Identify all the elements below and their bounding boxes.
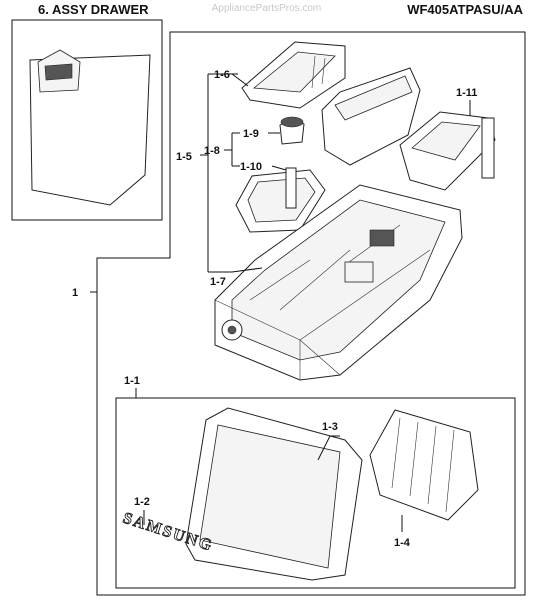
washer-inset [11,19,163,221]
callout-1-1: 1-1 [124,375,140,387]
callout-1-3: 1-3 [322,421,338,433]
inset-drawer-handle [44,63,73,81]
callout-1: 1 [72,287,78,299]
callout-1-8: 1-8 [204,145,220,157]
part-softener-cup [321,67,421,166]
callout-1-6: 1-6 [214,69,230,81]
sub-assembly-frame [115,397,516,589]
part-1-7-drawer-housing [214,184,463,381]
assembly-frame [96,31,526,596]
callout-1-2: 1-2 [134,496,150,508]
part-1-10-tray [235,167,326,233]
part-1-9-cap [279,116,305,145]
callout-1-11: 1-11 [456,87,477,99]
diagram-title: 6. ASSY DRAWER [38,2,149,17]
part-1-11-cup [399,111,496,191]
callout-1-7: 1-7 [210,276,226,288]
part-1-4-insert [369,409,479,521]
leader-lines [90,73,471,532]
callout-1-10: 1-10 [240,161,262,173]
part-1-6-tray [241,41,346,109]
watermark: AppliancePartsPros.com [211,3,322,14]
inset-frame [11,19,163,221]
part-1-3-drawer-panel [185,407,363,581]
callout-1-5: 1-5 [176,151,192,163]
washer-body [29,54,151,206]
callout-1-9: 1-9 [243,128,259,140]
model-number: WF405ATPASU/AA [407,2,523,17]
callout-1-4: 1-4 [394,537,411,549]
